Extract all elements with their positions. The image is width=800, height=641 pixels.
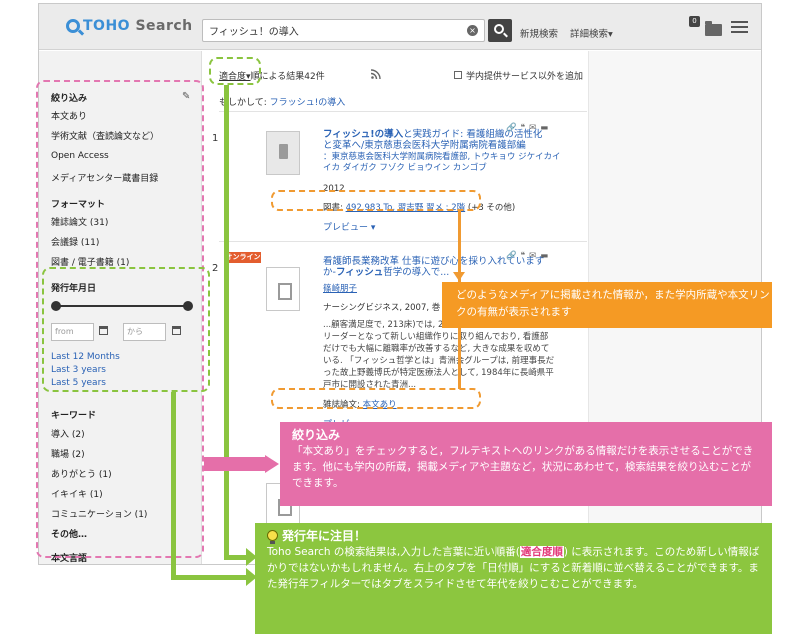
external-results-label: 学内提供サービス以外を追加 (466, 72, 584, 82)
divider (219, 111, 587, 112)
slider-left-handle[interactable] (51, 301, 61, 311)
lightbulb-icon (267, 530, 278, 544)
green-arrow (246, 548, 257, 566)
sort-line: 適合度▾順による結果42件 (219, 69, 325, 82)
pubyear-callout-title: 発行年に注目！ (282, 529, 367, 543)
did-you-mean: もしかして: フラッシュ!の導入 (219, 98, 346, 108)
new-search-link[interactable]: 新規検索 (520, 29, 559, 40)
pink-arrow (265, 455, 279, 473)
keyword-item[interactable]: ありがとう (1) (51, 470, 112, 480)
search-input[interactable] (203, 20, 458, 41)
fulltext-highlight-frame (271, 388, 481, 409)
format-books[interactable]: 図書 / 電子書籍 (1) (51, 258, 130, 268)
orange-arrow (453, 272, 465, 281)
keyword-item[interactable]: 導入 (2) (51, 430, 85, 440)
keyword-item[interactable]: イキイキ (1) (51, 490, 103, 500)
logo-toho: TOHO (83, 18, 131, 34)
author-link[interactable]: 篠崎朋子 (323, 284, 358, 294)
folder-icon[interactable] (705, 21, 722, 36)
keyword-item[interactable]: 職場 (2) (51, 450, 85, 460)
format-journal[interactable]: 雑誌論文 (31) (51, 218, 109, 228)
advanced-search-link[interactable]: 詳細検索▾ (570, 29, 613, 40)
result-author: 篠崎朋子 (323, 282, 357, 294)
pencil-icon[interactable]: ✎ (182, 91, 191, 102)
year-filter-highlight-frame (42, 267, 210, 392)
book-cover-icon[interactable] (266, 131, 300, 175)
divider (219, 241, 587, 242)
year-slider[interactable] (51, 301, 193, 311)
external-results-checkbox[interactable] (454, 71, 462, 79)
green-connector (171, 392, 176, 580)
green-connector (224, 555, 247, 560)
search-logo-icon (66, 19, 80, 33)
refine-callout: 絞り込み 「本文あり」をチェックすると，フルテキストへのリンクがある情報だけを表… (280, 422, 772, 506)
article-icon[interactable] (266, 267, 300, 311)
clear-icon[interactable]: × (467, 25, 478, 36)
result-action-icons[interactable]: 🔗❝✉▬ (506, 123, 553, 133)
hamburger-menu-icon[interactable] (731, 21, 748, 34)
green-connector (224, 85, 229, 560)
green-arrow (246, 568, 257, 586)
refine-catalog[interactable]: メディアセンター蔵書目録 (51, 174, 159, 184)
keyword-more[interactable]: その他… (51, 530, 88, 540)
online-tag: オンライン (225, 252, 261, 263)
green-connector (171, 575, 247, 580)
fulltext-info: 雑誌論文: 本文あり (323, 400, 397, 410)
last-12-months-link[interactable]: Last 12 Months (51, 352, 120, 362)
preview-link[interactable]: プレビュー ▾ (323, 223, 376, 233)
result-count: 順による結果42件 (250, 72, 325, 82)
search-icon (494, 24, 504, 34)
media-info-callout: どのようなメディアに掲載された情報か，また学内所蔵や本文リンクの有無が表示されま… (442, 282, 772, 328)
result-year: 2012 (323, 184, 345, 194)
relevance-highlight: 適合度順 (519, 546, 564, 558)
keyword-item[interactable]: コミュニケーション (1) (51, 510, 148, 520)
pubyear-callout: 発行年に注目！ Toho Search の検索結果は,入力した言葉に近い順番(適… (255, 523, 772, 634)
date-to-field[interactable]: から (123, 323, 166, 341)
format-heading: フォーマット (51, 200, 106, 210)
slider-right-handle[interactable] (183, 301, 193, 311)
keyword-heading: キーワード (51, 411, 97, 421)
did-you-mean-link[interactable]: フラッシュ!の導入 (269, 98, 346, 108)
last-5-years-link[interactable]: Last 5 years (51, 378, 106, 388)
refine-open-access[interactable]: Open Access (51, 151, 109, 161)
fulltext-link[interactable]: 本文あり (362, 400, 397, 410)
rss-icon[interactable] (371, 69, 381, 79)
folder-count-badge: 0 (689, 16, 700, 27)
result-authors[interactable]: ：東京慈恵会医科大学附属病院看護部, トウキョウ ジケイカイ イカ ダイガク フ… (323, 152, 561, 173)
result-title[interactable]: 看護師長業務改革 仕事に遊び心を採り入れていますか-フィッシュ哲学の導入で... (323, 256, 545, 278)
refine-scholarly[interactable]: 学術文献（査読論文など） (51, 132, 160, 142)
calendar-icon[interactable] (172, 326, 181, 335)
sort-select[interactable]: 適合度▾ (219, 72, 251, 82)
refine-heading: 絞り込み (51, 94, 88, 104)
top-bar: TOHO Search × 新規検索 詳細検索▾ 0 (39, 4, 761, 50)
search-box: × (202, 19, 485, 42)
refine-fulltext[interactable]: 本文あり (51, 112, 88, 122)
pink-connector (204, 457, 266, 471)
refine-highlight-frame (36, 80, 204, 558)
date-from-field[interactable]: from (51, 323, 94, 341)
calendar-icon[interactable] (99, 326, 108, 335)
result-title[interactable]: フィッシュ!の導入と実践ガイド: 看護組織の活性化と変革へ/東京慈恵会医科大学附… (323, 129, 543, 151)
last-3-years-link[interactable]: Last 3 years (51, 365, 106, 375)
language-heading: 本文言語 (51, 554, 88, 564)
refine-callout-text: 「本文あり」をチェックすると，フルテキストへのリンクがある情報だけを表示させるこ… (292, 445, 754, 489)
result-journal: ナーシングビジネス, 2007, 巻 1, 号 12 (323, 303, 476, 313)
logo-search: Search (135, 18, 193, 34)
result-number: 2 (212, 263, 219, 274)
result-number: 1 (212, 133, 219, 144)
pubyear-callout-text: Toho Search の検索結果は,入力した言葉に近い順番(適合度順) に表示… (267, 546, 760, 590)
sort-highlight-frame (209, 57, 261, 85)
refine-callout-title: 絞り込み (292, 428, 341, 442)
search-button[interactable] (488, 19, 512, 42)
filter-sidebar: 絞り込み ✎ 本文あり 学術文献（査読論文など） Open Access メディ… (39, 51, 202, 564)
result-action-icons[interactable]: 🔗❝✉▬ (506, 251, 553, 261)
holding-highlight-frame (271, 190, 481, 211)
pubdate-heading: 発行年月日 (51, 284, 97, 294)
holding-link[interactable]: 492.983 To, 習志野 習メ : 2階 (345, 203, 466, 213)
holding-info: 図書: 492.983 To, 習志野 習メ : 2階 (+3 その他) (323, 203, 516, 213)
format-proceedings[interactable]: 会議録 (11) (51, 238, 100, 248)
toho-search-logo[interactable]: TOHO Search (66, 18, 193, 34)
result-snippet: ...顧客満足度で, 213床)では, 2006年から, 看護師長さんがリーダー… (323, 320, 555, 390)
